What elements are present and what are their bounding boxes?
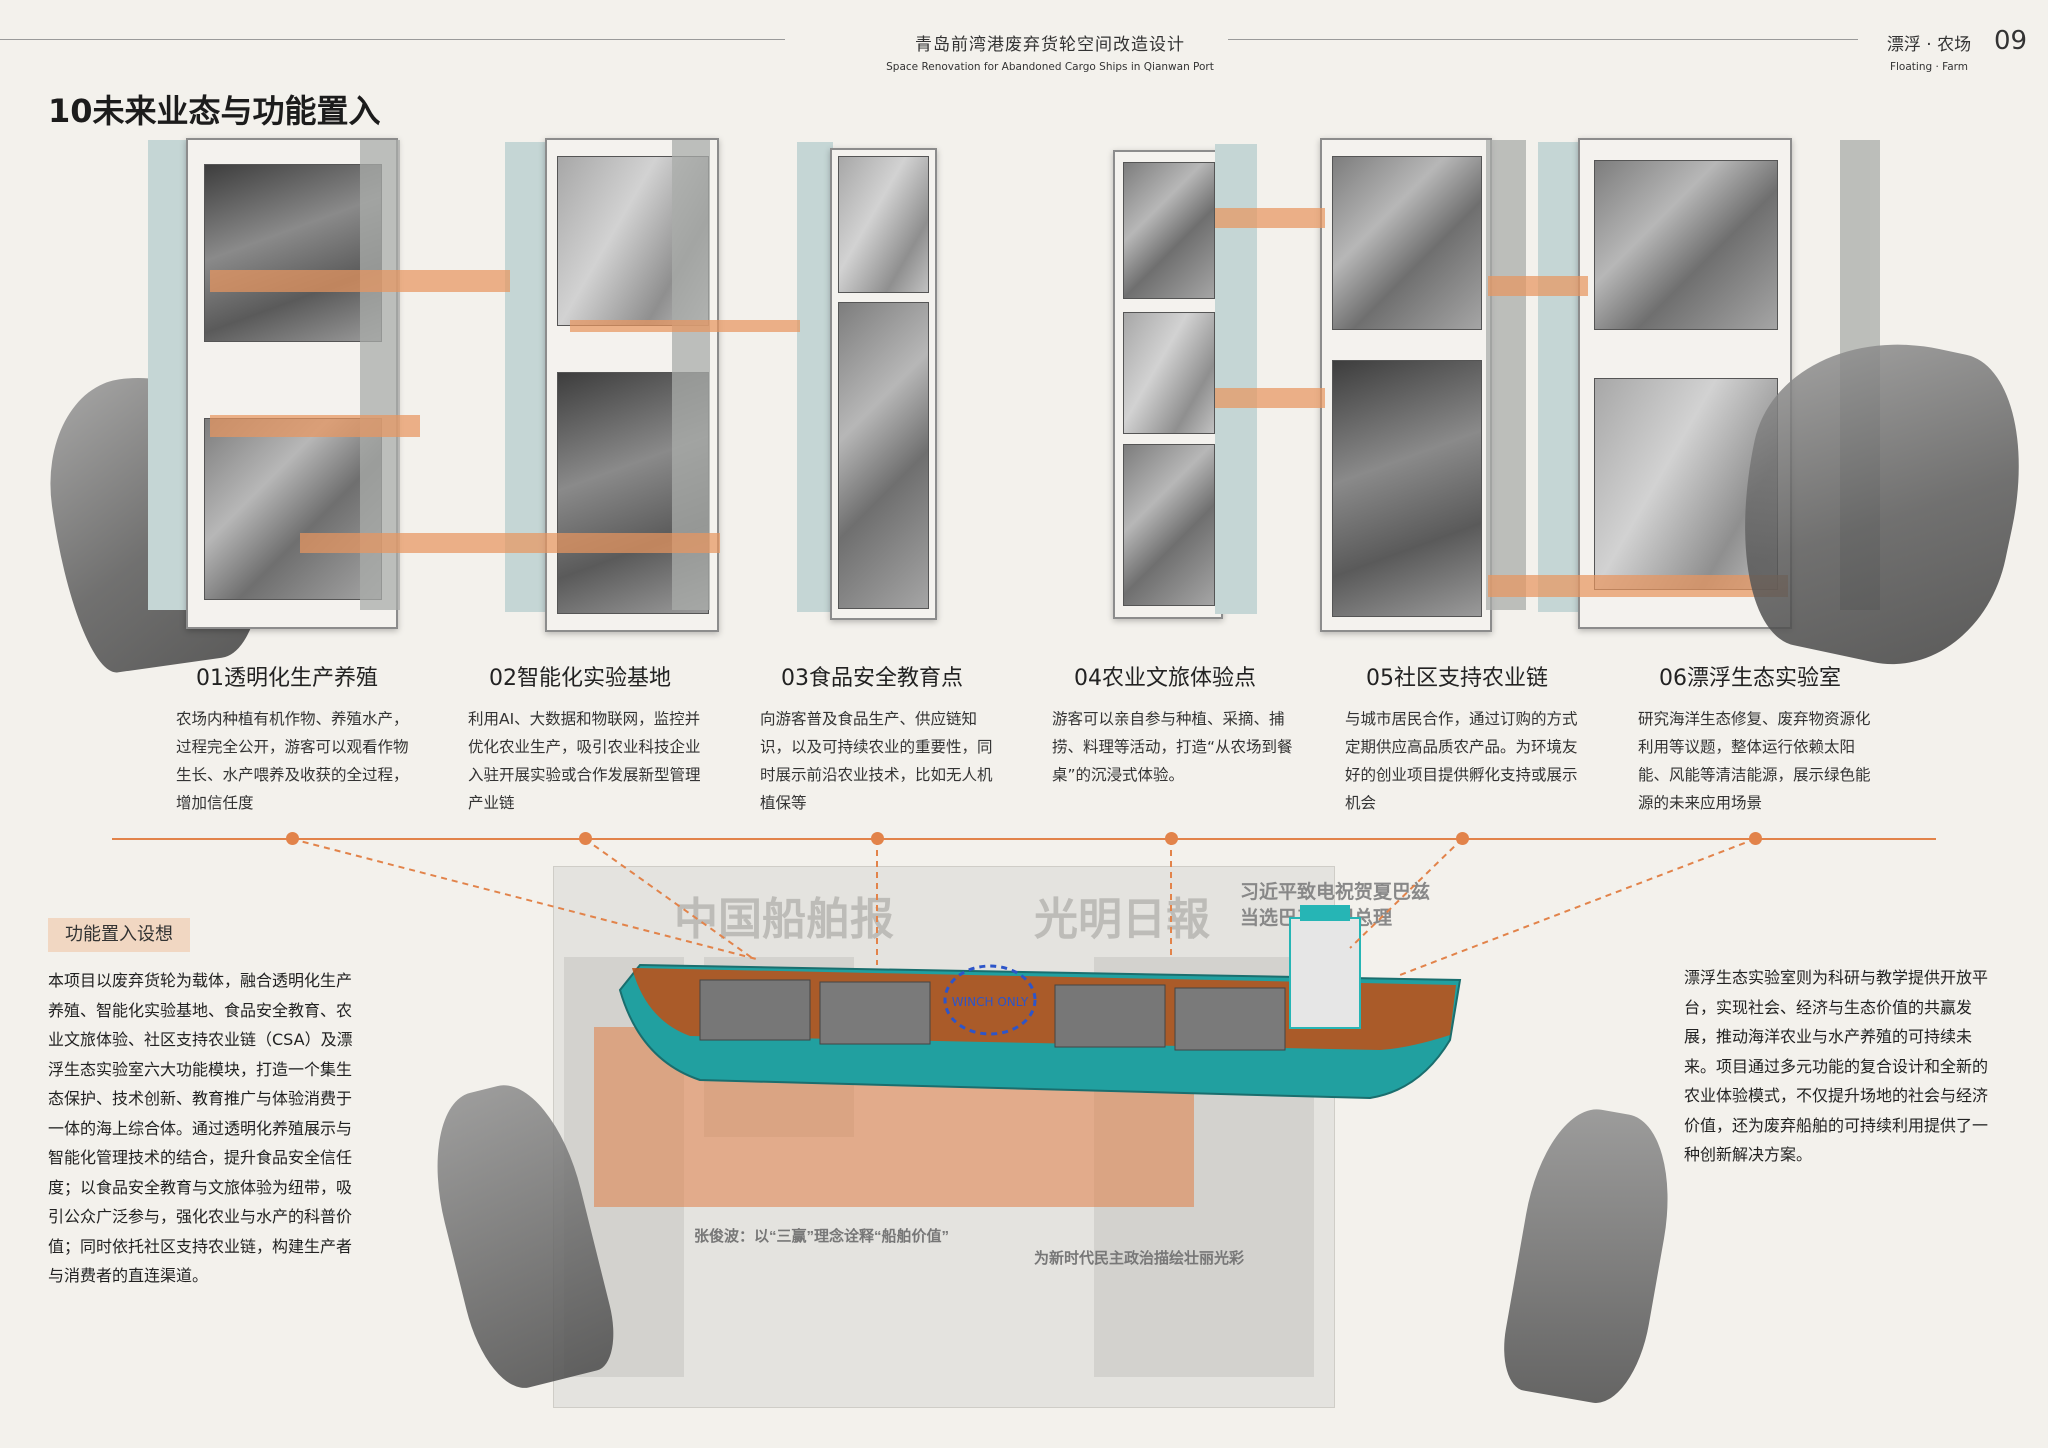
photo-frame-03	[830, 148, 937, 620]
newspaper-masthead-2: 光明日報	[1034, 894, 1210, 945]
function-title-06: 06漂浮生态实验室	[1659, 666, 1841, 691]
newspaper-line-2: 张俊波：以“三赢”理念诠释“船舶价值”	[694, 1228, 950, 1245]
light-beam	[300, 533, 720, 553]
function-desc-02: 利用AI、大数据和物联网，监控并优化农业生产，吸引农业科技企业入驻开展实验或合作…	[468, 710, 701, 812]
glass-pane	[360, 140, 400, 610]
light-beam	[210, 415, 420, 437]
photo-community-people	[1332, 360, 1482, 617]
light-beam	[210, 270, 510, 292]
highlight-block	[594, 1027, 1194, 1207]
timeline-dot-05	[1456, 832, 1469, 845]
glass-pane	[672, 140, 710, 610]
brand-cn: 漂浮 · 农场	[1886, 35, 1972, 55]
function-title-04: 04农业文旅体验点	[1074, 666, 1256, 691]
function-title-05: 05社区支持农业链	[1366, 666, 1548, 691]
newspaper-masthead-1: 中国船舶报	[674, 894, 894, 945]
light-beam	[1215, 388, 1325, 408]
page-number: 09	[1994, 26, 2028, 56]
right-hand-bottom	[1495, 1100, 1685, 1410]
newspaper-line-1: 为新时代民主政治描绘壮丽光彩	[1034, 1250, 1245, 1267]
newspaper-image: 中国船舶报 光明日報 习近平致电祝贺夏巴兹 当选巴基斯坦总理 张俊波：以“三赢”…	[553, 866, 1430, 1408]
header-rule-right	[1228, 39, 1858, 40]
photo-visitors	[1123, 162, 1215, 299]
function-title-03: 03食品安全教育点	[781, 666, 963, 691]
timeline-dot-03	[871, 832, 884, 845]
glass-pane	[797, 142, 833, 612]
photo-aquaculture	[204, 164, 382, 342]
light-beam	[1488, 276, 1588, 296]
photo-food-market	[838, 302, 929, 609]
glass-pane	[1486, 140, 1526, 610]
timeline-dot-06	[1749, 832, 1762, 845]
brand: 漂浮 · 农场 Floating · Farm	[1886, 30, 1972, 73]
newspaper-headline-1: 习近平致电祝贺夏巴兹	[1240, 882, 1431, 903]
function-desc-01: 农场内种植有机作物、养殖水产，过程完全公开，游客可以观看作物生长、水产喂养及收获…	[176, 710, 409, 812]
photo-lab-group	[1594, 160, 1778, 330]
function-desc-05: 与城市居民合作，通过订购的方式定期供应高品质农产品。为环境友好的创业项目提供孵化…	[1345, 710, 1578, 812]
project-title-cn: 青岛前湾港废弃货轮空间改造设计	[915, 35, 1185, 55]
light-beam	[1488, 575, 1788, 597]
photo-frame-04	[1113, 150, 1223, 619]
project-title-en: Space Renovation for Abandoned Cargo Shi…	[886, 61, 1214, 73]
function-title-01: 01透明化生产养殖	[196, 666, 378, 691]
newspaper-headline-2: 当选巴基斯坦总理	[1240, 908, 1393, 929]
photo-harvest	[1123, 444, 1215, 606]
function-desc-03: 向游客普及食品生产、供应链知识，以及可持续农业的重要性，同时展示前沿农业技术，比…	[760, 710, 993, 812]
timeline-dot-02	[579, 832, 592, 845]
function-desc-04: 游客可以亲自参与种植、采摘、捕捞、料理等活动，打造“从农场到餐桌”的沉浸式体验。	[1052, 710, 1293, 784]
photo-community-market	[1332, 156, 1482, 330]
project-title: 青岛前湾港废弃货轮空间改造设计 Space Renovation for Aba…	[760, 30, 1340, 73]
timeline-dot-04	[1165, 832, 1178, 845]
photo-floating-farm	[204, 418, 382, 600]
function-desc-06: 研究海洋生态修复、废弃物资源化利用等议题，整体运行依赖太阳能、风能等清洁能源，展…	[1638, 710, 1871, 812]
glass-pane	[148, 140, 190, 610]
photo-food-table	[838, 156, 929, 293]
concept-left-text: 本项目以废弃货轮为载体，融合透明化生产养殖、智能化实验基地、食品安全教育、农业文…	[48, 971, 353, 1285]
light-beam	[570, 320, 800, 332]
header-rule-left	[0, 39, 785, 40]
timeline-dot-01	[286, 832, 299, 845]
light-beam	[1215, 208, 1325, 228]
concept-right-text: 漂浮生态实验室则为科研与教学提供开放平台，实现社会、经济与生态价值的共赢发展，推…	[1684, 968, 1989, 1164]
brand-en: Floating · Farm	[1889, 61, 1969, 73]
photo-group	[1123, 312, 1215, 434]
timeline-axis	[112, 838, 1936, 840]
glass-pane	[1538, 142, 1580, 612]
function-title-02: 02智能化实验基地	[489, 666, 671, 691]
photo-frame-05	[1320, 138, 1492, 632]
concept-tag: 功能置入设想	[48, 918, 190, 952]
section-title: 10未来业态与功能置入	[48, 92, 381, 130]
